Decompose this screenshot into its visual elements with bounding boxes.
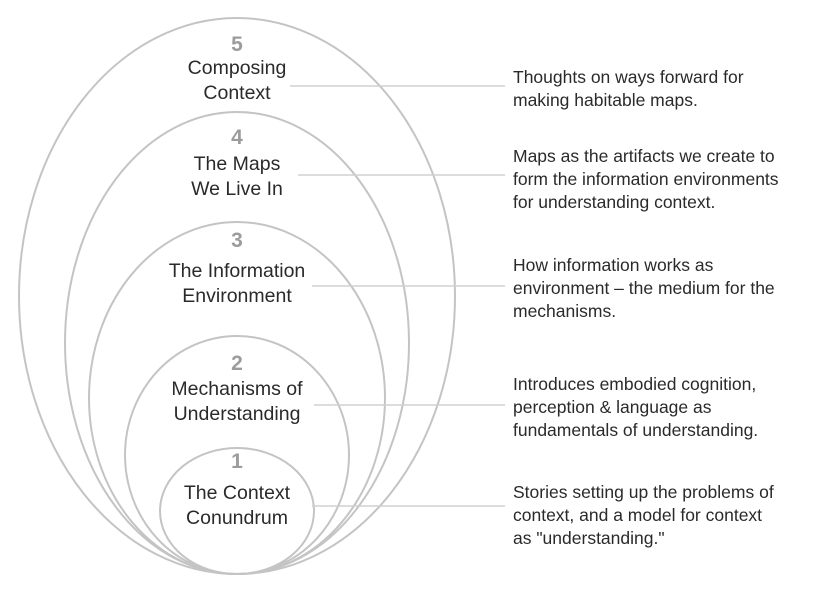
ring-part-5 — [18, 17, 456, 575]
part-4-title-line-1: The Maps — [194, 153, 281, 175]
part-5-number: 5 — [231, 33, 243, 56]
part-1-description-line-1: Stories setting up the problems of — [513, 482, 774, 502]
part-1-number: 1 — [231, 450, 243, 473]
part-4-number: 4 — [231, 126, 243, 149]
part-2-number: 2 — [231, 352, 243, 375]
part-1-title-line-1: The Context — [184, 482, 291, 504]
part-2-title-line-1: Mechanisms of — [171, 378, 303, 400]
part-4-description-line-3: for understanding context. — [513, 192, 715, 212]
part-3-description-line-1: How information works as — [513, 255, 714, 275]
part-5-title-line-1: Composing — [188, 57, 287, 79]
part-3-title-line-2: Environment — [182, 285, 292, 307]
part-3-description-line-2: environment – the medium for the — [513, 278, 775, 298]
part-1-description-line-3: as "understanding." — [513, 528, 665, 548]
part-5-description-line-1: Thoughts on ways forward for — [513, 67, 744, 87]
part-3-number: 3 — [231, 229, 243, 252]
part-4-title-line-2: We Live In — [191, 178, 283, 200]
part-1-description-line-2: context, and a model for context — [513, 505, 762, 525]
part-4-description-line-1: Maps as the artifacts we create to — [513, 146, 775, 166]
part-3-description-line-3: mechanisms. — [513, 301, 616, 321]
part-2-description-line-2: perception & language as — [513, 397, 712, 417]
part-1-title-line-2: Conundrum — [186, 507, 288, 529]
part-2-title-line-2: Understanding — [174, 403, 301, 425]
part-4-description-line-2: form the information environments — [513, 169, 779, 189]
part-3-title-line-1: The Information — [169, 260, 306, 282]
part-5-description-line-2: making habitable maps. — [513, 90, 698, 110]
part-5-title-line-2: Context — [203, 82, 271, 104]
part-2-description-line-1: Introduces embodied cognition, — [513, 374, 756, 394]
part-2-description-line-3: fundamentals of understanding. — [513, 420, 758, 440]
